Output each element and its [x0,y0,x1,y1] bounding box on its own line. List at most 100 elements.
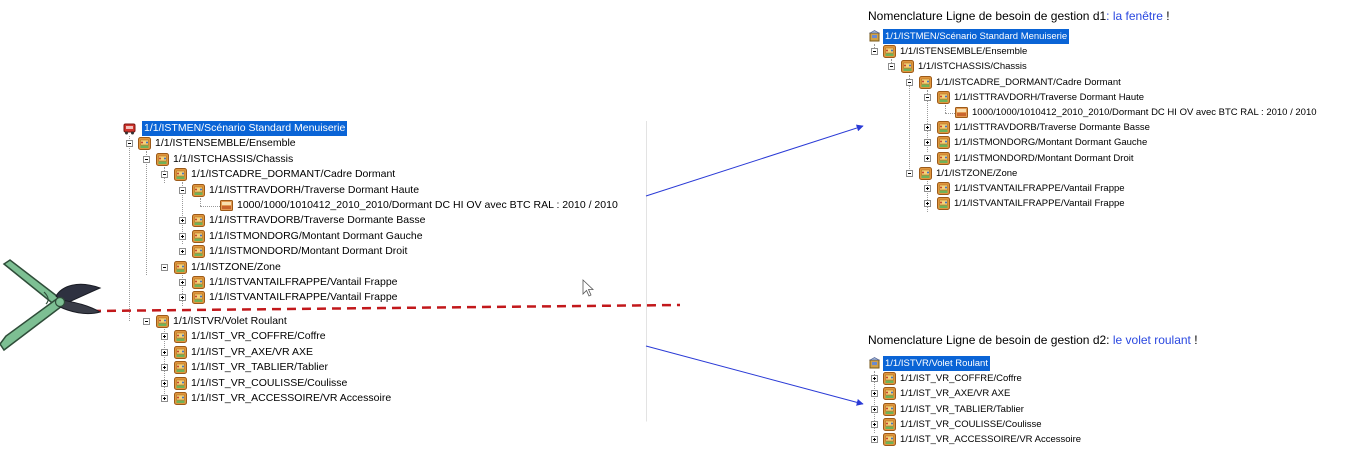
pruning-shears-icon [0,259,102,352]
package-box-icon [883,403,896,416]
tree-label: 1/1/ISTMONDORD/Montant Dormant Droit [209,245,408,258]
package-box-icon [883,372,896,385]
expand-toggle[interactable] [179,294,186,302]
expand-toggle[interactable] [871,405,878,413]
d2-title-highlight: le volet roulant [1112,333,1191,347]
tree-label: 1/1/ISTENSEMBLE/Ensemble [900,46,1028,58]
collapse-toggle[interactable] [179,186,186,194]
tree-label: 1/1/ISTCHASSIS/Chassis [918,61,1027,73]
tree-label: 1/1/ISTTRAVDORH/Traverse Dormant Haute [954,91,1145,103]
d1-title: Nomenclature Ligne de besoin de gestion … [868,9,1170,23]
package-box-icon [937,136,950,149]
expand-toggle[interactable] [161,395,168,402]
arrow-to-d2 [645,345,864,406]
tree-label: 1/1/ISTVANTAILFRAPPE/Vantail Frappe [954,183,1125,194]
expand-toggle[interactable] [161,333,168,341]
expand-toggle[interactable] [871,420,878,428]
expand-toggle[interactable] [924,139,931,147]
package-box-icon [919,167,932,180]
d1-title-prefix: Nomenclature Ligne de besoin de gestion … [868,9,1107,23]
tree-label: 1/1/ISTMONDORD/Montant Dormant Droit [954,152,1134,164]
package-box-icon [883,418,896,431]
machine-icon [868,357,881,370]
expand-toggle[interactable] [924,124,931,132]
tree-label: 1/1/IST_VR_ACCESSOIRE/VR Accessoire [900,434,1082,445]
tree-label-root: 1/1/ISTMEN/Scénario Standard Menuiserie [883,29,1070,45]
collapse-toggle[interactable] [143,155,150,163]
machine-icon [868,30,881,43]
collapse-toggle[interactable] [906,78,913,86]
tree-label: 1/1/IST_VR_COFFRE/Coffre [191,330,326,343]
tree-label: 1/1/ISTMONDORG/Montant Dormant Gauche [954,137,1148,149]
expand-toggle[interactable] [179,279,186,286]
tree-label: 1/1/ISTTRAVDORH/Traverse Dormant Haute [209,183,420,196]
package-box-icon [919,76,932,89]
d1-title-suffix: ! [1162,9,1170,23]
d2-title-suffix: ! [1190,333,1198,347]
tree-label: 1/1/ISTZONE/Zone [936,167,1018,179]
collapse-toggle[interactable] [888,63,895,71]
tree-label: 1/1/ISTCADRE_DORMANT/Cadre Dormant [191,168,396,181]
article-icon [955,106,968,119]
tree-label: 1/1/ISTCADRE_DORMANT/Cadre Dormant [936,76,1121,88]
tree-label: 1/1/ISTTRAVDORB/Traverse Dormante Basse [954,122,1150,134]
left-tree: 1/1/ISTMEN/Scénario Standard Menuiserie … [122,121,646,421]
tree-panel-border [122,121,647,422]
tree-label: 1/1/ISTMONDORG/Montant Dormant Gauche [209,229,423,242]
tree-label: 1/1/IST_VR_ACCESSOIRE/VR Accessoire [191,392,392,404]
expand-toggle[interactable] [161,379,168,387]
tree-label: 1/1/IST_VR_TABLIER/Tablier [900,403,1024,415]
tree-label: 1/1/ISTZONE/Zone [191,260,281,273]
tree-label: 1000/1000/1010412_2010_2010/Dormant DC H… [972,107,1317,118]
tree-label: 1/1/IST_VR_AXE/VR AXE [900,388,1011,400]
package-box-icon [883,433,896,446]
expand-toggle[interactable] [179,248,186,256]
expand-toggle[interactable] [871,436,878,443]
collapse-toggle[interactable] [924,93,931,101]
collapse-toggle[interactable] [161,263,168,271]
tree-label-root: 1/1/ISTMEN/Scénario Standard Menuiserie [142,121,348,137]
d1-title-highlight: la fenêtre [1112,9,1163,23]
package-box-icon [937,182,950,195]
tree-label: 1/1/ISTVANTAILFRAPPE/Vantail Frappe [954,198,1125,210]
d2-tree: 1/1/ISTVR/Volet Roulant 1/1/IST_VR_COFFR… [867,356,1347,452]
collapse-toggle[interactable] [906,169,913,177]
tree-label: 1/1/ISTCHASSIS/Chassis [173,152,294,165]
tree-label: 1/1/IST_VR_COULISSE/Coulisse [191,376,348,389]
tree-label: 1/1/ISTVR/Volet Roulant [173,315,287,327]
tree-label: 1000/1000/1010412_2010_2010/Dormant DC H… [237,199,618,211]
tree-label: 1/1/IST_VR_AXE/VR AXE [191,345,313,358]
expand-toggle[interactable] [179,217,186,225]
expand-toggle[interactable] [179,232,186,240]
package-box-icon [883,387,896,400]
tree-label: 1/1/IST_VR_COULISSE/Coulisse [900,418,1042,430]
tree-label: 1/1/IST_VR_TABLIER/Tablier [191,361,328,374]
package-box-icon [901,60,914,73]
d2-title-prefix: Nomenclature Ligne de besoin de gestion … [868,333,1113,347]
expand-toggle[interactable] [871,375,878,383]
tree-label: 1/1/ISTVANTAILFRAPPE/Vantail Frappe [209,276,398,288]
expand-toggle[interactable] [161,364,168,372]
arrow-to-d1 [645,124,864,197]
package-box-icon [937,91,950,104]
package-box-icon [883,45,896,58]
expand-toggle[interactable] [924,200,931,208]
collapse-toggle[interactable] [161,171,168,179]
package-box-icon [937,152,950,165]
d1-title-sep: : [1106,9,1113,23]
collapse-toggle[interactable] [126,140,133,148]
expand-toggle[interactable] [871,390,878,398]
tree-label-root: 1/1/ISTVR/Volet Roulant [883,356,990,372]
package-box-icon [937,197,950,210]
d1-tree: 1/1/ISTMEN/Scénario Standard Menuiserie … [867,29,1347,214]
expand-toggle[interactable] [161,348,168,356]
tree-label: 1/1/ISTENSEMBLE/Ensemble [155,137,296,150]
package-box-icon [937,121,950,134]
tree-label: 1/1/ISTVANTAILFRAPPE/Vantail Frappe [209,291,398,304]
d2-title: Nomenclature Ligne de besoin de gestion … [868,333,1198,347]
collapse-toggle[interactable] [143,318,150,325]
expand-toggle[interactable] [924,154,931,162]
tree-label: 1/1/ISTTRAVDORB/Traverse Dormante Basse [209,214,426,227]
collapse-toggle[interactable] [871,48,878,56]
expand-toggle[interactable] [924,185,931,192]
